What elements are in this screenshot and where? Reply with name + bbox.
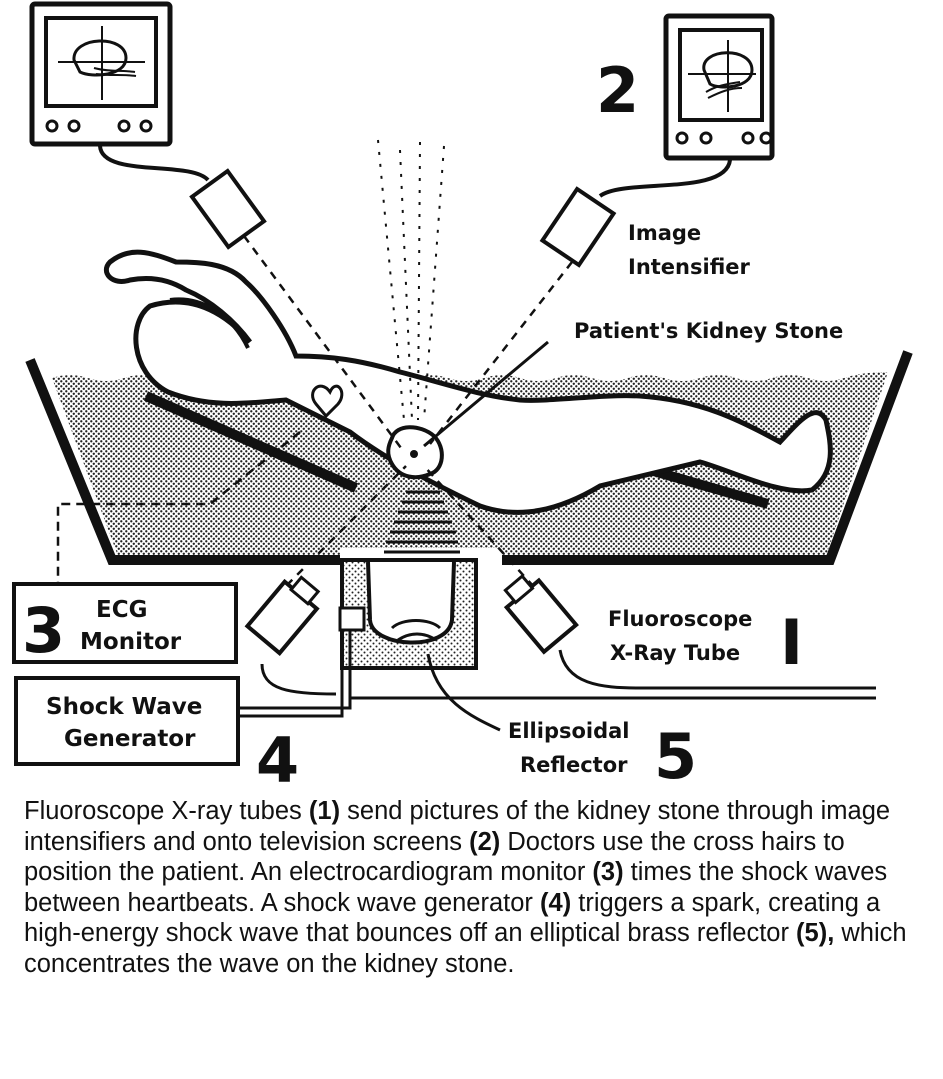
caption-text: send pictures of the kidney stone throug… <box>24 797 891 856</box>
generator-label-line1: Shock Wave <box>46 694 202 720</box>
xray-tube-left <box>244 575 321 656</box>
tv-monitor-left <box>29 1 173 147</box>
xray-beams <box>242 235 573 599</box>
leader-reflector <box>426 653 501 732</box>
caption-text: triggers a spark, creating a high-energy… <box>24 888 881 948</box>
image-intensifier-right <box>539 186 617 268</box>
ecg-lead-wire <box>56 431 301 582</box>
kidney-stone-dot <box>410 450 418 458</box>
generator-cable <box>240 640 344 718</box>
image-intensifier-left <box>189 168 267 250</box>
number-4: 4 <box>256 724 299 797</box>
shock-wave-generator-box <box>14 676 240 766</box>
shock-wave-rays <box>377 139 445 421</box>
reflector-label-line1: Ellipsoidal <box>508 719 630 743</box>
support-bar-back <box>143 391 359 493</box>
caption-ref: (4) <box>540 888 572 917</box>
caption-text: times the shock waves between heartbeats… <box>24 858 888 917</box>
caption-ref: (3) <box>592 858 624 886</box>
image-intensifier-label-line2: Intensifier <box>628 255 751 279</box>
caption-text: Doctors use the cross hairs to position … <box>24 827 845 887</box>
fluoroscope-label-line2: X-Ray Tube <box>610 641 740 665</box>
ecg-monitor-box <box>12 582 238 664</box>
cable-left-monitor <box>98 145 210 182</box>
number-3: 3 <box>22 594 65 667</box>
cable-right-monitor <box>598 159 732 198</box>
caption-ref: (5), <box>796 919 835 947</box>
caption-text: Fluoroscope X-ray tubes <box>24 797 309 825</box>
kidney-stone-label: Patient's Kidney Stone <box>574 319 843 343</box>
image-intensifier-label-line1: Image <box>628 221 701 245</box>
caption-ref: (1) <box>308 797 341 825</box>
number-5: 5 <box>654 720 697 793</box>
xray-tube-left-cable <box>260 663 337 696</box>
xray-tube-right <box>503 573 579 655</box>
generator-label-line2: Generator <box>64 726 196 752</box>
leader-kidney-stone <box>423 340 549 448</box>
patient-arm <box>169 297 250 349</box>
caption-ref: (2) <box>469 827 501 856</box>
reflector-label-line2: Reflector <box>520 753 628 777</box>
caption: Fluoroscope X-ray tubes (1) send picture… <box>24 796 924 979</box>
xray-tube-right-cable <box>558 649 876 690</box>
tub <box>25 350 913 565</box>
ellipsoidal-reflector <box>338 558 478 670</box>
number-2: 2 <box>596 54 639 127</box>
generator-cable-2 <box>240 630 352 710</box>
heart-icon <box>311 384 344 419</box>
fluoroscope-label-line1: Fluoroscope <box>608 607 752 631</box>
number-1: I <box>780 606 803 679</box>
ecg-label-line2: Monitor <box>80 629 182 655</box>
tv-monitor-right <box>663 13 775 161</box>
ecg-label-line1: ECG <box>96 597 147 623</box>
patient-body <box>103 249 833 515</box>
caption-text: which concentrates the wave on the kidne… <box>24 919 907 978</box>
